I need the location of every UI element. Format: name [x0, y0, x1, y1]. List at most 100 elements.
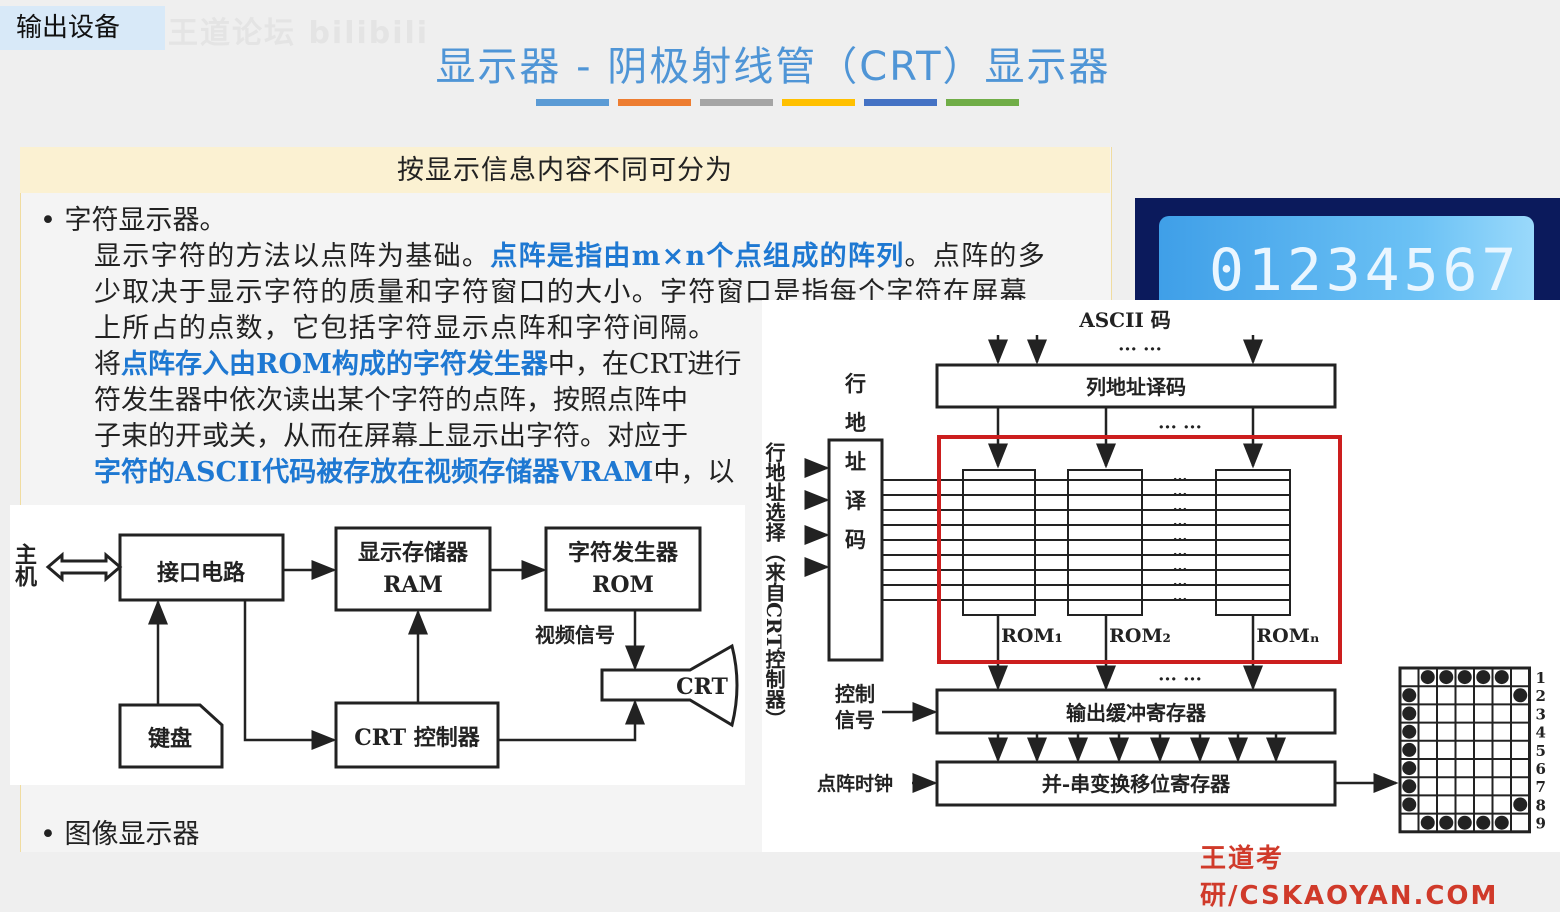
text: 将: [94, 349, 121, 380]
matrix-dot: [1476, 815, 1491, 830]
control-signal-label: 控制信号: [835, 682, 875, 732]
rom-label: ROMₙ: [1256, 625, 1319, 647]
rom-label: ROM₁: [1001, 625, 1063, 647]
bullet-text: 图像显示器: [64, 819, 200, 850]
bidirectional-arrow: [45, 551, 123, 583]
dots: ···: [1173, 532, 1188, 548]
color-bar: [700, 99, 773, 106]
row-select-label: 行地址选择（来自CRT控制器）: [762, 441, 786, 729]
color-bar: [864, 99, 937, 106]
highlight-text: 点阵是指由m×n个点组成的阵列: [490, 241, 905, 272]
matrix-dot: [1513, 797, 1528, 812]
text: 中，以: [653, 457, 735, 488]
highlight-text: 点阵存入由ROM构成的字符发生器: [121, 349, 548, 380]
paragraph-line: 上所占的点数，它包括字符显示点阵和字符间隔。: [94, 313, 717, 344]
matrix-row-number: 8: [1536, 796, 1546, 814]
matrix-dot: [1402, 724, 1417, 739]
dots: ···: [1173, 502, 1188, 518]
matrix-dot: [1457, 670, 1472, 685]
dots: ···: [1173, 562, 1188, 578]
ascii-label: ASCII 码: [1078, 308, 1171, 332]
video-signal-label: 视频信号: [535, 623, 615, 647]
color-bar: [618, 99, 691, 106]
chargen-label-2: ROM: [592, 572, 654, 598]
bullet-image-display: • 图像显示器: [40, 819, 200, 850]
shift-register-box: [935, 760, 1337, 807]
dot-clock-label: 点阵时钟: [817, 772, 893, 795]
matrix-row-number: 2: [1536, 687, 1546, 705]
matrix-row-number: 3: [1536, 705, 1546, 723]
matrix-dot: [1420, 670, 1435, 685]
rom-block: [1215, 469, 1291, 616]
dots: ··· ···: [1158, 669, 1202, 690]
rom-label: ROM₂: [1109, 625, 1171, 647]
color-bar: [536, 99, 609, 106]
bullet-char-display: • 字符显示器。: [40, 205, 227, 236]
chargen-label: 字符发生器: [568, 540, 679, 566]
rom-highlight-box: [937, 435, 1342, 664]
bullet-text: 字符显示器。: [64, 205, 227, 236]
paragraph-line: 字符的ASCII代码被存放在视频存储器VRAM中，以: [94, 450, 734, 489]
char-generator-diagram: ASCII 码 ··························· ··· …: [762, 300, 1560, 852]
rom-block: [1067, 469, 1143, 616]
output-buffer-label: 输出缓冲寄存器: [1066, 701, 1207, 725]
matrix-dot: [1402, 779, 1417, 794]
dots: ···: [1173, 577, 1188, 593]
matrix-row-number: 5: [1536, 742, 1546, 760]
dots: ···: [1173, 472, 1188, 488]
matrix-dot: [1494, 815, 1509, 830]
color-bar: [946, 99, 1019, 106]
row-decoder-label: 行地址译码: [843, 372, 868, 568]
dots: ···: [1173, 517, 1188, 533]
watermark-top: 王道论坛 bilibili: [168, 16, 430, 51]
row-decoder-box: [827, 438, 884, 662]
crt-tube: [600, 643, 739, 728]
matrix-dot: [1439, 815, 1454, 830]
crt-label: CRT: [676, 674, 728, 700]
lcd-screen: 01234567: [1159, 216, 1534, 301]
paragraph-line: 符发生器中依次读出某个字符的点阵，按照点阵中: [94, 385, 688, 416]
paragraph-line: 子束的开或关，从而在屏幕上显示出字符。对应于: [94, 421, 688, 452]
matrix-dot: [1476, 670, 1491, 685]
dots: ··· ···: [1118, 339, 1162, 360]
matrix-row-number: 9: [1536, 815, 1546, 833]
matrix-dot: [1402, 761, 1417, 776]
dots: ···: [1173, 547, 1188, 563]
matrix-row-number: 7: [1536, 778, 1546, 796]
col-decoder-label: 列地址译码: [1086, 375, 1186, 399]
panel-heading: 按显示信息内容不同可分为: [20, 147, 1110, 193]
matrix-dot: [1402, 742, 1417, 757]
keyboard-label: 键盘: [148, 726, 192, 752]
matrix-dot: [1439, 670, 1454, 685]
crt-controller-label: CRT 控制器: [354, 725, 480, 751]
matrix-dot: [1402, 706, 1417, 721]
dots: ···: [1173, 592, 1188, 608]
shift-register-label: 并-串变换移位寄存器: [1042, 772, 1231, 796]
dots: ··· ···: [1158, 417, 1202, 438]
keyboard-box: [118, 703, 224, 769]
matrix-row-number: 4: [1536, 724, 1546, 742]
output-buffer-box: [935, 688, 1337, 735]
paragraph-line: 显示字符的方法以点阵为基础。点阵是指由m×n个点组成的阵列。点阵的多: [94, 234, 1046, 273]
lcd-digits: 01234567: [1209, 236, 1521, 301]
matrix-row-number: 1: [1536, 669, 1546, 687]
interface-box: [118, 533, 285, 602]
slide-title: 显示器 - 阴极射线管（CRT）显示器: [435, 44, 1111, 90]
interface-label: 接口电路: [157, 560, 246, 586]
text: 显示字符的方法以点阵为基础。: [94, 241, 491, 272]
watermark-bottom: 王道考研/CSKAOYAN.COM: [1200, 844, 1499, 911]
matrix-dot: [1420, 815, 1435, 830]
matrix-dot: [1402, 797, 1417, 812]
lcd-photo: 01234567: [1135, 198, 1560, 301]
vram-label-2: RAM: [383, 572, 443, 598]
highlight-text: 字符的ASCII代码被存放在视频存储器VRAM: [94, 457, 654, 488]
matrix-frame: [1398, 666, 1531, 834]
vram-label: 显示存储器: [358, 540, 469, 566]
matrix-row-number: 6: [1536, 760, 1546, 778]
dots: ···: [1173, 487, 1188, 503]
host-label: 主机: [11, 543, 37, 588]
matrix-dot: [1513, 688, 1528, 703]
text: 中，在CRT进行: [547, 349, 742, 380]
chapter-label: 输出设备: [0, 6, 165, 50]
